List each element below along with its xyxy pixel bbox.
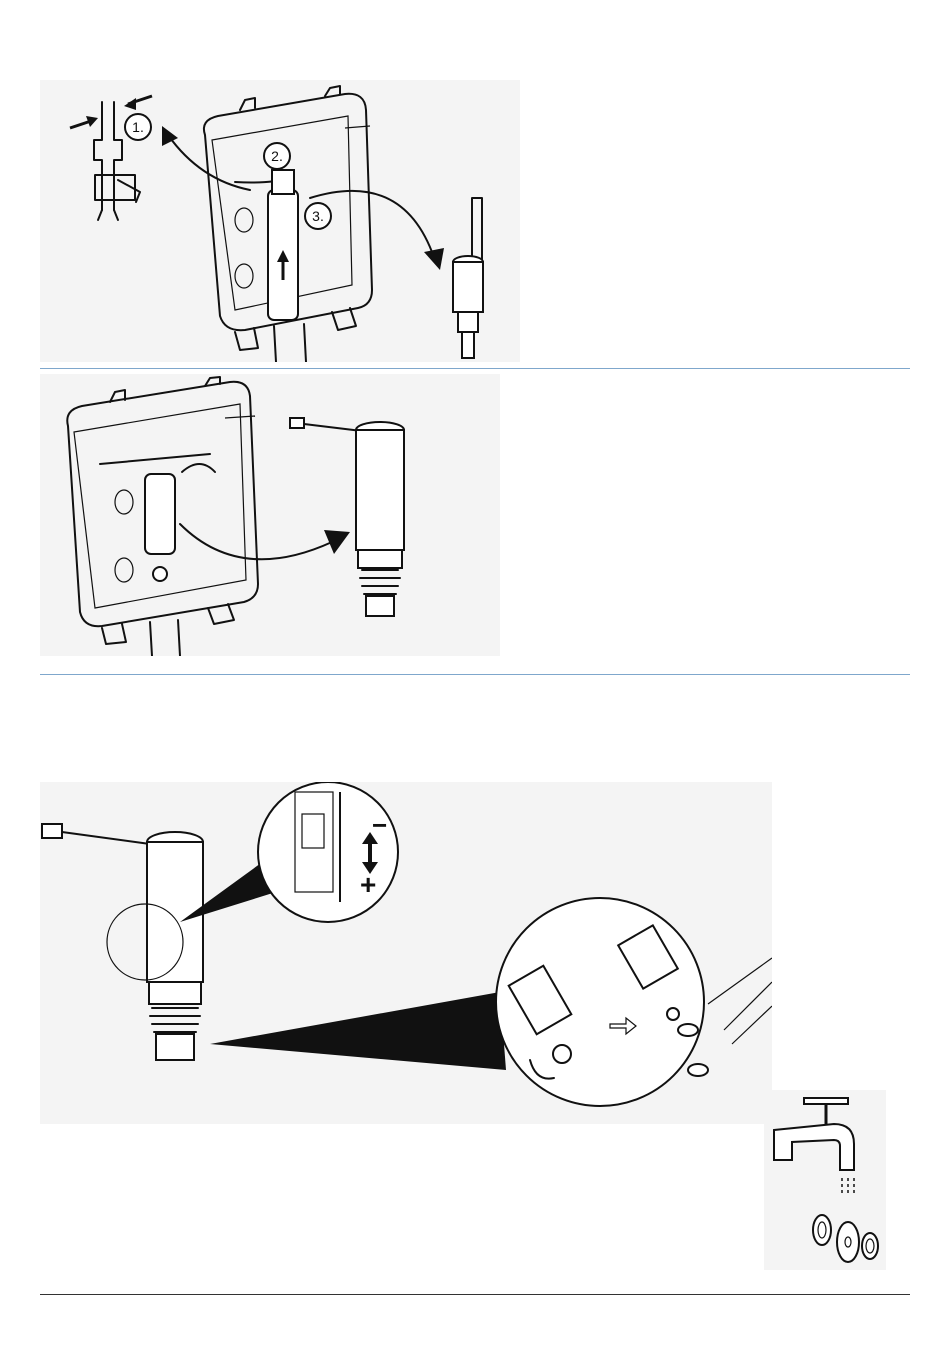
tap-cleaning-panel bbox=[764, 1090, 886, 1270]
arrow-head-icon bbox=[162, 126, 178, 146]
plus-symbol: + bbox=[360, 869, 376, 900]
step-1-badge: 1. bbox=[125, 114, 151, 140]
figure-adjust-and-clean: − + bbox=[40, 782, 772, 1124]
rotate-arrow-icon bbox=[182, 464, 215, 472]
svg-text:3.: 3. bbox=[312, 208, 324, 224]
minus-symbol: − bbox=[372, 810, 387, 840]
bottom-rule bbox=[40, 1294, 910, 1295]
figure-adjust-and-clean-panel: − + bbox=[40, 782, 772, 1124]
figure-pull-out-valve bbox=[40, 374, 500, 656]
level-adjust-detail bbox=[258, 782, 398, 922]
section-divider-2 bbox=[40, 674, 910, 675]
step-3-badge: 3. bbox=[305, 203, 331, 229]
seal-rings bbox=[813, 1215, 878, 1262]
figure-remove-flush-valve-panel: 1. 2. bbox=[40, 80, 520, 362]
flush-valve bbox=[42, 824, 203, 1060]
seal-replacement-detail bbox=[496, 898, 708, 1106]
figure-pull-out-valve-panel bbox=[40, 374, 500, 656]
svg-text:2.: 2. bbox=[271, 148, 283, 164]
svg-text:1.: 1. bbox=[132, 119, 144, 135]
water-drops bbox=[842, 1178, 854, 1196]
flush-valve-removed bbox=[453, 198, 483, 358]
squeeze-arrow-left-icon bbox=[70, 116, 98, 128]
insert-arrows bbox=[708, 958, 772, 1044]
arrow-head-icon bbox=[424, 248, 444, 270]
step-2-badge: 2. bbox=[264, 143, 290, 169]
flush-valve-installed bbox=[145, 474, 175, 581]
arrow-head-icon bbox=[324, 530, 350, 554]
squeeze-arrow-right-icon bbox=[124, 96, 152, 110]
tap-icon bbox=[764, 1090, 886, 1270]
flush-valve-installed bbox=[268, 170, 298, 320]
section-divider-1 bbox=[40, 368, 910, 369]
zoom-beam-lower bbox=[210, 992, 506, 1070]
figure-remove-flush-valve: 1. 2. bbox=[40, 80, 520, 362]
flush-valve-removed bbox=[290, 418, 404, 616]
